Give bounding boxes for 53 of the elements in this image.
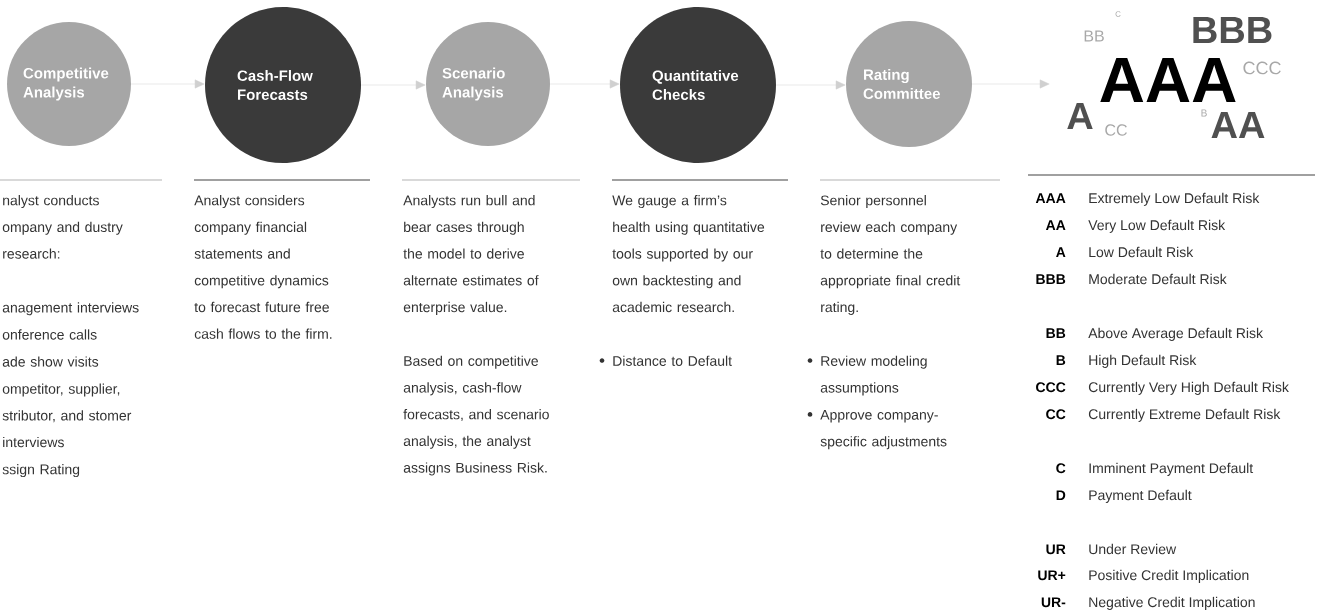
bullet-item: onference calls xyxy=(2,329,97,340)
arrow xyxy=(360,80,426,90)
rating-letter: CC xyxy=(1105,124,1127,136)
rating-code: CC xyxy=(1046,409,1066,420)
description-text: We gauge a firm’s health using quantitative tools supported by our own backtesting and academic research. xyxy=(612,195,765,313)
rating-description: Above Average Default Risk xyxy=(1088,327,1264,341)
rating-letter: BBB xyxy=(1193,16,1272,44)
bullet-item: Distance to Default xyxy=(613,355,732,366)
rating-description: Currently Very High Default Risk xyxy=(1088,381,1289,395)
arrow xyxy=(130,79,205,89)
rating-code: UR- xyxy=(1041,597,1066,608)
rating-letter: AAA xyxy=(1100,58,1236,102)
bullet-item: ssign Rating xyxy=(2,464,80,478)
rating-code: A xyxy=(1056,247,1066,257)
rating-code: BB xyxy=(1046,328,1066,338)
rating-description: High Default Risk xyxy=(1089,354,1197,368)
rating-description: Low Default Risk xyxy=(1089,246,1194,258)
bullet-item: Review modeling assumptions xyxy=(820,355,927,396)
arrow xyxy=(549,79,620,89)
rating-code: UR xyxy=(1046,544,1066,555)
bullet-item: Approve company-specific adjustments xyxy=(820,409,947,450)
rating-code: AA xyxy=(1045,220,1066,230)
rating-description: Positive Credit Implication xyxy=(1089,569,1249,583)
rating-letter: AA xyxy=(1211,111,1265,139)
rating-code: AAA xyxy=(1035,193,1066,203)
rating-letter: CCC xyxy=(1243,61,1281,75)
rating-description: Under Review xyxy=(1089,543,1177,555)
rating-description: Currently Extreme Default Risk xyxy=(1088,408,1281,422)
rating-code: B xyxy=(1056,355,1066,365)
rating-letter: BB xyxy=(1084,30,1104,42)
rating-code: UR+ xyxy=(1038,570,1066,581)
bullet-item: ade show visits xyxy=(2,356,99,367)
rating-description: Extremely Low Default Risk xyxy=(1089,192,1260,206)
rating-letter: C xyxy=(1115,11,1121,17)
arrow xyxy=(971,79,1050,89)
rating-code: D xyxy=(1056,490,1066,500)
rating-description: Negative Credit Implication xyxy=(1089,596,1255,610)
rating-code: CCC xyxy=(1036,382,1066,393)
description-text: nalyst conducts ompany and dustry research: xyxy=(2,195,123,259)
rating-code: C xyxy=(1056,463,1066,474)
description-text: Based on competitive analysis, cash-flow forecasts, and scenario analysis, the analyst assigns Business Risk. xyxy=(403,355,549,476)
rating-description: Imminent Payment Default xyxy=(1089,462,1254,476)
rating-description: Payment Default xyxy=(1089,489,1192,503)
bullet-item: anagement interviews xyxy=(2,302,139,316)
rating-description: Moderate Default Risk xyxy=(1089,273,1227,285)
arrow xyxy=(775,80,846,90)
description-text: Analyst considers company financial statements and competitive dynamics to forecast future free cash flows to the firm. xyxy=(194,195,332,339)
rating-letter: B xyxy=(1201,109,1207,117)
rating-code: BBB xyxy=(1036,274,1066,284)
description-text: Analysts run bull and bear cases through the model to derive alternate estimates of enterprise value. xyxy=(403,195,539,315)
rating-letter: A xyxy=(1067,102,1093,130)
rating-description: Very Low Default Risk xyxy=(1088,219,1226,233)
description-text: Senior personnel review each company to determine the appropriate final credit rating. xyxy=(820,195,961,315)
